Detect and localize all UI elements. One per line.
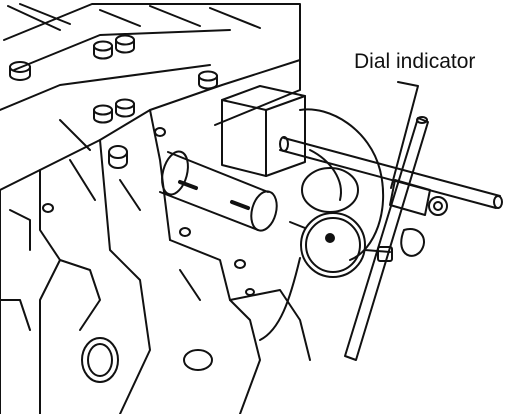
block-holes bbox=[43, 204, 254, 382]
engine-block bbox=[0, 4, 310, 414]
gear-housing bbox=[300, 109, 383, 260]
cylinder-sleeve bbox=[158, 149, 281, 234]
clamp-block bbox=[390, 180, 447, 256]
dial-indicator bbox=[260, 213, 392, 340]
callout-leader bbox=[391, 82, 418, 188]
dial-indicator-label: Dial indicator bbox=[354, 50, 476, 73]
tool-bracket bbox=[222, 86, 305, 176]
stand-bar bbox=[345, 117, 428, 360]
support-rod bbox=[280, 137, 502, 208]
block-bolts bbox=[10, 36, 217, 169]
